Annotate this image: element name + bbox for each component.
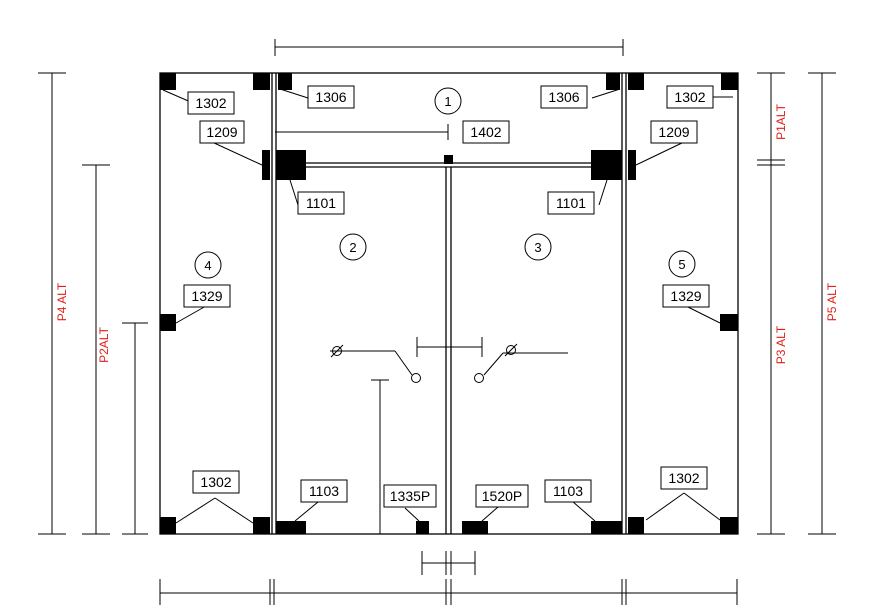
dimension-p1: P1ALT (774, 103, 788, 139)
panel-number: 5 (678, 257, 685, 272)
part-label: 1329 (670, 288, 701, 304)
part-label: 1329 (191, 288, 222, 304)
leader-lines (162, 88, 733, 524)
panel-marker-5 (668, 250, 696, 278)
part-label: 1302 (195, 95, 226, 111)
part-label: 1302 (668, 470, 699, 486)
frame-outline (159, 72, 739, 535)
dimension-p4: P4 ALT (55, 282, 69, 321)
part-labels: 1302 1306 1306 1302 1209 1402 1209 1101 … (183, 85, 714, 508)
panel-number: 3 (534, 240, 541, 255)
panel-marker-1 (434, 87, 462, 115)
part-label: 1302 (200, 474, 231, 490)
panel-number: 2 (349, 240, 356, 255)
part-label: 1335P (390, 488, 430, 504)
part-label: 1103 (553, 483, 583, 499)
panel-marker-2 (339, 233, 367, 261)
panel-marker-3 (524, 233, 552, 261)
vertical-dimensions (38, 72, 836, 535)
part-label: 1101 (556, 195, 586, 211)
top-dimension (274, 39, 624, 56)
dimension-p5: P5 ALT (825, 282, 839, 321)
dimension-p2: P2ALT (97, 326, 111, 362)
part-label: 1402 (470, 124, 501, 140)
bottom-dimensions (159, 551, 738, 605)
part-label: 1209 (206, 124, 237, 140)
part-label: 1209 (658, 124, 689, 140)
panel-number: 1 (444, 94, 451, 109)
part-label: 1101 (306, 195, 336, 211)
door-hardware-symbols (330, 337, 568, 534)
fittings (160, 73, 738, 534)
dimension-labels: P4 ALT P2ALT P1ALT P3 ALT P5 ALT (55, 103, 839, 364)
part-label: 1306 (548, 89, 579, 105)
part-label: 1306 (315, 89, 346, 105)
part-label: 1302 (674, 89, 705, 105)
part-label: 1103 (309, 483, 339, 499)
panel-markers: 1 2 3 4 5 (194, 87, 696, 279)
panel-number: 4 (204, 258, 211, 273)
panel-marker-4 (194, 251, 222, 279)
part-label: 1520P (482, 488, 522, 504)
dimension-p3: P3 ALT (774, 325, 788, 364)
